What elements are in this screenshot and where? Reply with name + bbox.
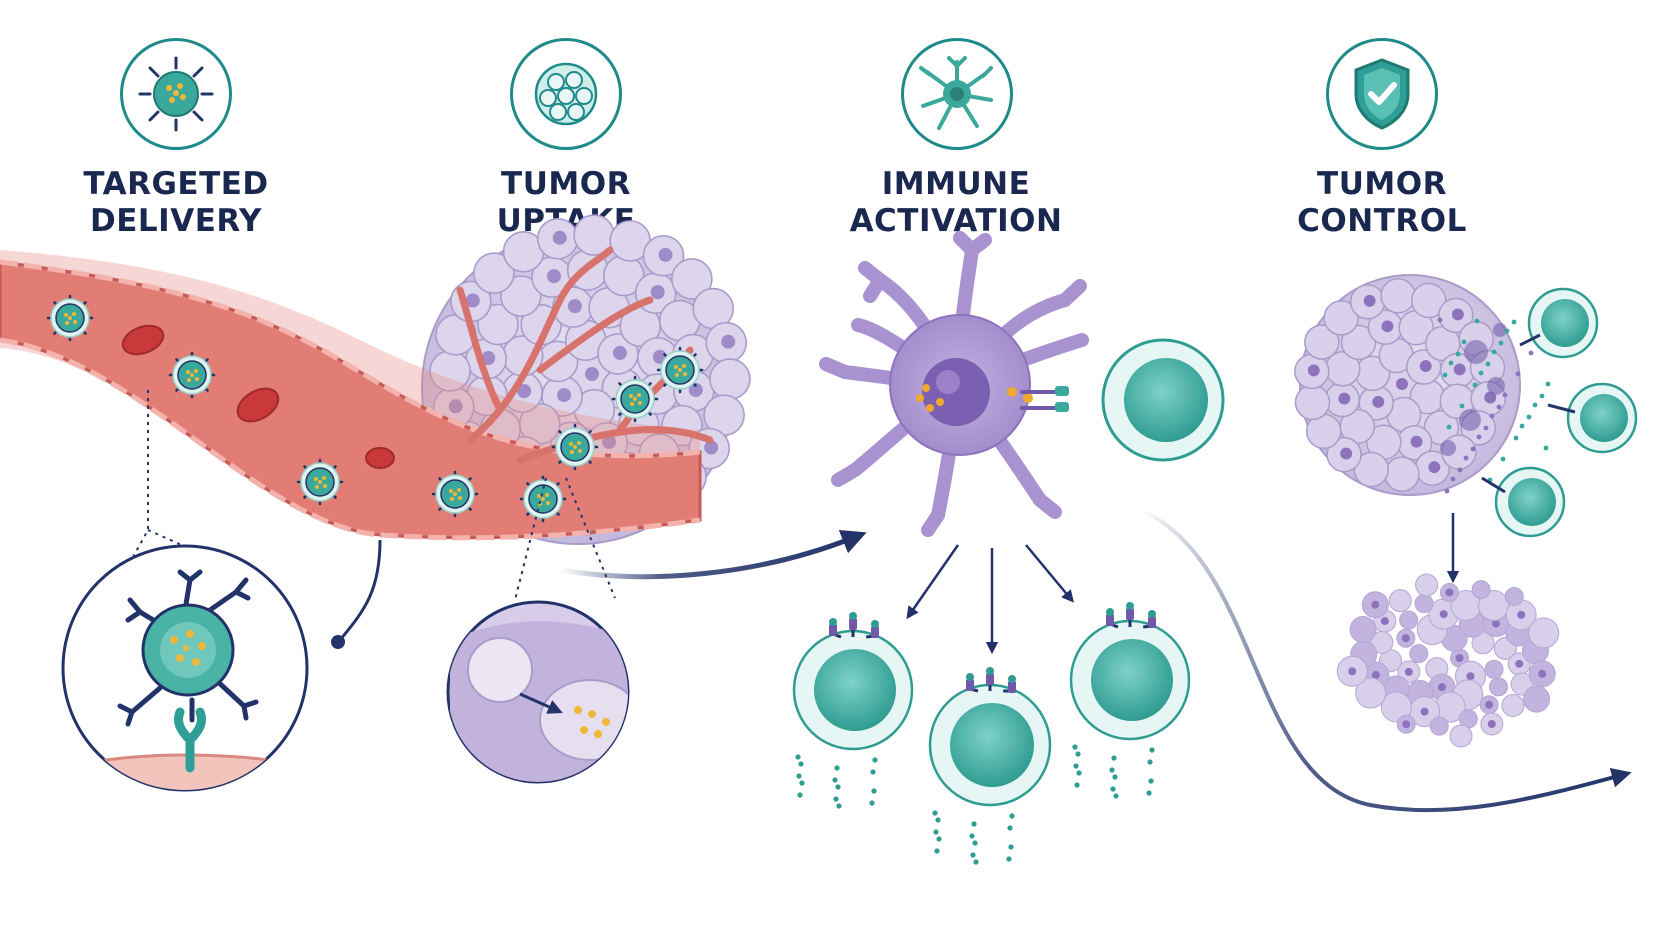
nanoparticle [611,375,659,423]
nanoparticle [431,470,479,518]
t-cell-large [1101,338,1225,462]
t-cell [928,667,1052,865]
nanoparticle [296,458,344,506]
blood-vessel [0,246,714,541]
t-cell [1069,602,1191,799]
nanoparticle [551,423,599,471]
shield-check-icon [1326,38,1438,150]
dendritic-cell-icon [901,38,1013,150]
binding-detail-lens [61,544,309,792]
red-blood-cells [121,324,395,469]
nanoparticle-icon [120,38,232,150]
dissolved-tumor [1336,573,1560,748]
nanoparticle [46,294,94,342]
tumor-under-attack [1294,274,1551,496]
tumor-cluster-icon [510,38,622,150]
uptake-detail-lens [446,600,630,784]
t-cell [792,612,914,809]
nanoparticle [656,346,704,394]
attacking-t-cells [1481,287,1638,538]
activated-t-cells [792,602,1191,865]
nanoparticle [168,351,216,399]
nanoparticle [519,475,567,523]
dendritic-cell [819,231,1089,537]
